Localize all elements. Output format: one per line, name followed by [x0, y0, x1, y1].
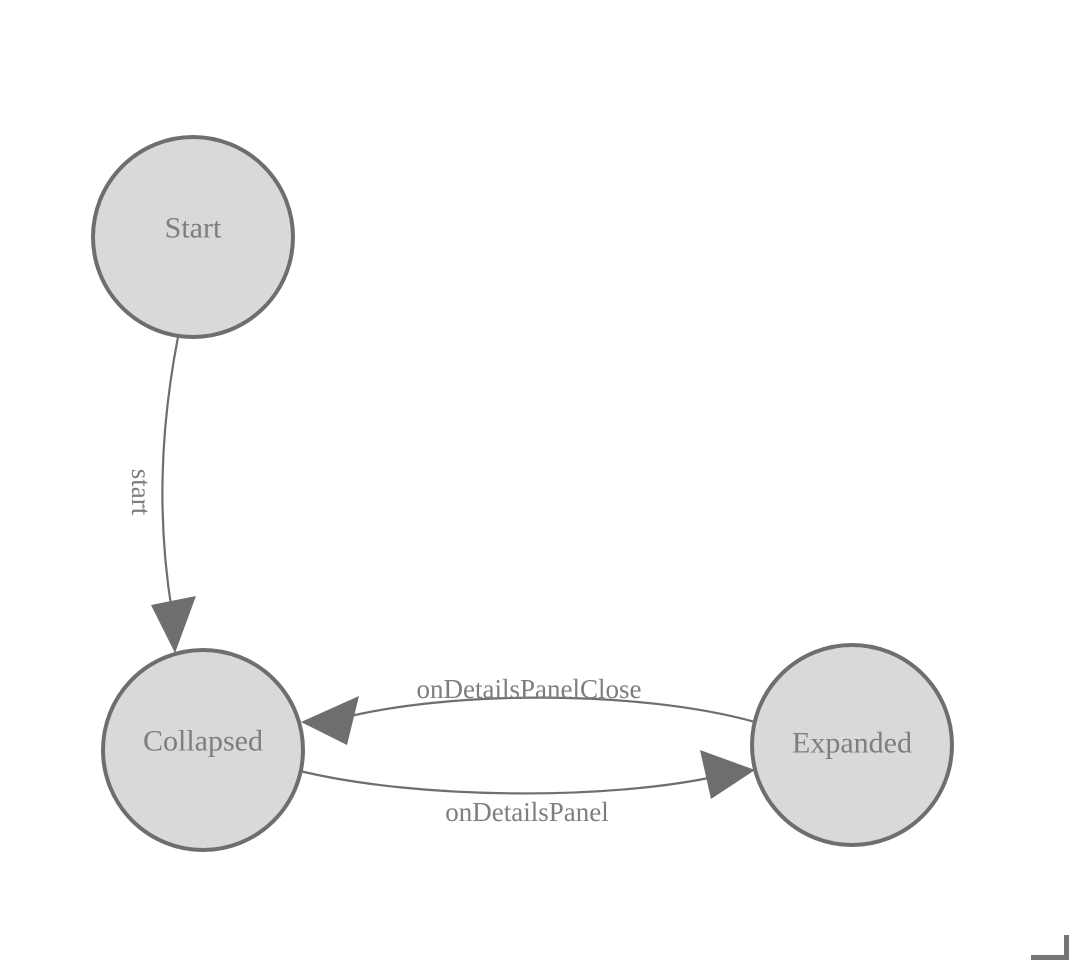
- edge-label-ondetailspanelclose: onDetailsPanelClose: [417, 674, 642, 704]
- edge-start-to-collapsed-path: [161, 335, 180, 614]
- edge-collapsed-to-expanded[interactable]: onDetailsPanel: [298, 750, 755, 827]
- node-collapsed[interactable]: Collapsed: [101, 648, 305, 852]
- resize-corner-mark-vertical: [1064, 935, 1069, 960]
- edge-start-to-collapsed[interactable]: start: [126, 335, 196, 653]
- node-start[interactable]: Start: [91, 135, 295, 339]
- node-start-label: Start: [165, 212, 222, 245]
- node-collapsed-circle: [101, 648, 305, 852]
- node-start-circle: [91, 135, 295, 339]
- node-expanded-circle: [750, 643, 954, 847]
- resize-corner-mark[interactable]: [1031, 935, 1069, 960]
- edge-label-ondetailspanel: onDetailsPanel: [445, 797, 608, 827]
- resize-corner-mark-horizontal: [1031, 955, 1069, 960]
- arrowhead-into-collapsed-right: [301, 696, 359, 745]
- node-collapsed-label: Collapsed: [143, 725, 263, 758]
- arrowhead-into-expanded-left: [700, 750, 755, 799]
- edge-expanded-to-collapsed[interactable]: onDetailsPanelClose: [301, 674, 757, 745]
- edge-label-start: start: [126, 469, 156, 516]
- edge-collapsed-to-expanded-path: [298, 769, 720, 795]
- edge-expanded-to-collapsed-path: [336, 696, 757, 724]
- node-expanded-label: Expanded: [792, 727, 912, 760]
- arrowhead-into-collapsed-top: [151, 596, 196, 653]
- node-expanded[interactable]: Expanded: [750, 643, 954, 847]
